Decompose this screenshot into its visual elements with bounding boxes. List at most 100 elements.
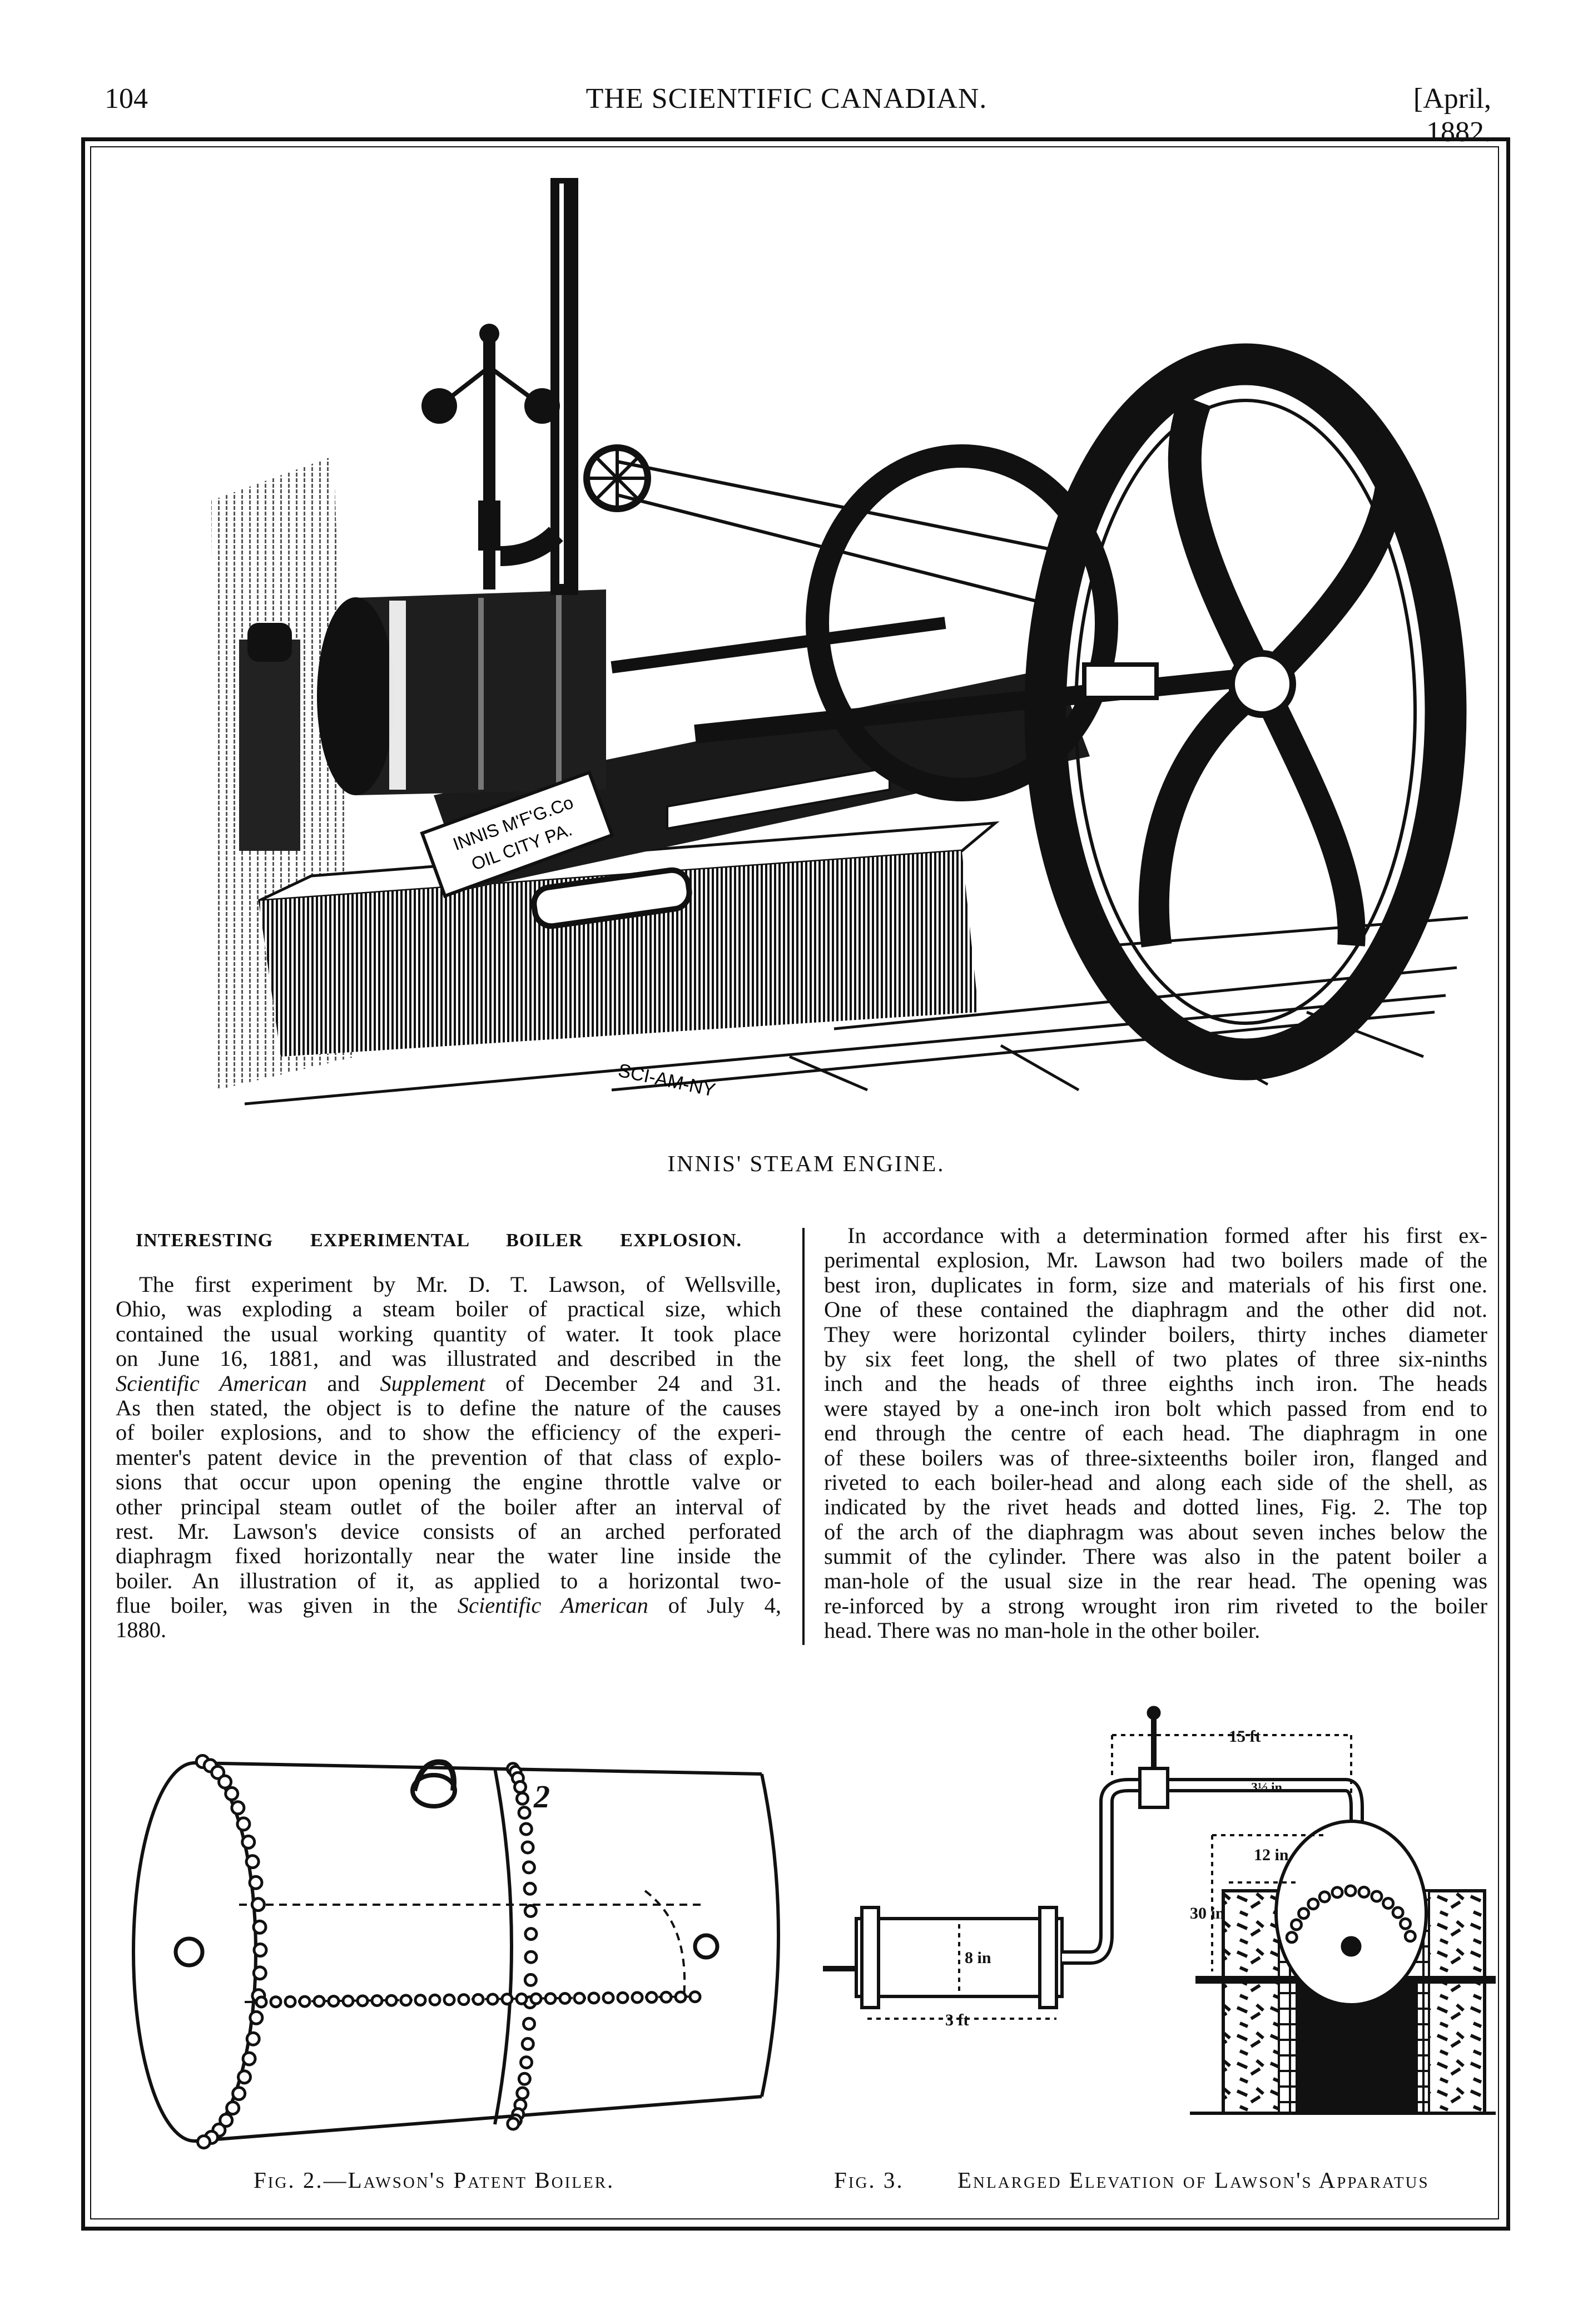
rivet bbox=[517, 2072, 532, 2086]
publication-title: THE SCIENTIFIC CANADIAN. bbox=[585, 83, 988, 115]
text-segment: of December 24 and 31. bbox=[485, 1370, 781, 1396]
page-number: 104 bbox=[105, 83, 148, 115]
engine-caption: INNIS' STEAM ENGINE. bbox=[667, 1151, 945, 1176]
rivet bbox=[506, 2117, 520, 2131]
text-segment: head. There was no man-hole in the other… bbox=[824, 1618, 1261, 1643]
rivet bbox=[1318, 1890, 1331, 1904]
fig3-rivet-arc bbox=[1285, 1884, 1417, 1944]
text-segment: sions that occur upon opening the engine… bbox=[116, 1469, 781, 1495]
text-line: on June 16, 1881, and was illustrated an… bbox=[116, 1346, 781, 1371]
rivet bbox=[1331, 1886, 1344, 1899]
rivet bbox=[523, 1881, 537, 1896]
text-segment: were stayed by a one-inch iron bolt whic… bbox=[824, 1395, 1487, 1421]
text-segment: As then stated, the object is to define … bbox=[116, 1395, 781, 1420]
text-line: of boiler explosions, and to show the ef… bbox=[116, 1420, 781, 1445]
rivet bbox=[587, 1991, 601, 2005]
text-line: by six feet long, the shell of two plate… bbox=[824, 1346, 1487, 1371]
rivet bbox=[515, 1791, 529, 1806]
text-line: of the arch of the diaphragm was about s… bbox=[824, 1519, 1487, 1544]
text-line: indicated by the rivet heads and dotted … bbox=[824, 1495, 1487, 1519]
dim-15ft: 15 ft bbox=[1229, 1727, 1261, 1746]
rivet bbox=[1399, 1917, 1412, 1930]
dim-8in: 8 in bbox=[965, 1949, 991, 1967]
small-cylinder bbox=[855, 1917, 1064, 1998]
fig3-apparatus-drawing: 15 ft 3½ in 12 in 30 in 8 in 3 ft bbox=[823, 1706, 1496, 2115]
text-segment: indicated by the rivet heads and dotted … bbox=[824, 1494, 1487, 1520]
rivet bbox=[245, 2031, 261, 2046]
text-segment: perimental explosion, Mr. Lawson had two… bbox=[824, 1247, 1487, 1273]
rivet bbox=[241, 1834, 256, 1850]
dim-12in: 12 in bbox=[1254, 1846, 1289, 1864]
rivet bbox=[399, 1994, 413, 2007]
text-segment: menter's patent device in the prevention… bbox=[116, 1444, 781, 1470]
text-segment: man-hole of the usual size in the rear h… bbox=[824, 1568, 1487, 1594]
rivet bbox=[513, 1780, 528, 1794]
rivet bbox=[1403, 1930, 1417, 1943]
rivet bbox=[1290, 1918, 1303, 1931]
rivet-rows bbox=[195, 1754, 702, 2150]
rivet bbox=[515, 2086, 530, 2100]
fig2-number-label: 2 bbox=[533, 1778, 550, 1815]
rivet bbox=[224, 1786, 240, 1801]
rivet bbox=[529, 1992, 543, 2005]
rivet bbox=[631, 1991, 644, 2004]
text-segment: In accordance with a determination forme… bbox=[847, 1223, 1487, 1248]
rivet bbox=[457, 1993, 470, 2006]
text-segment: contained the usual working quantity of … bbox=[116, 1321, 781, 1346]
text-line: Ohio, was exploding a steam boiler of pr… bbox=[116, 1297, 781, 1321]
dim-30in: 30 in bbox=[1190, 1904, 1225, 1922]
rivet bbox=[674, 1990, 687, 2004]
text-line: riveted to each boiler-head and along ea… bbox=[824, 1470, 1487, 1495]
crank-roller bbox=[531, 867, 692, 929]
text-segment: on June 16, 1881, and was illustrated an… bbox=[116, 1346, 781, 1371]
rivet bbox=[524, 1927, 538, 1941]
italic-title: Scientific American bbox=[457, 1593, 648, 1618]
text-line: perimental explosion, Mr. Lawson had two… bbox=[824, 1248, 1487, 1272]
text-segment: riveted to each boiler-head and along ea… bbox=[824, 1469, 1487, 1495]
rivet bbox=[248, 1875, 264, 1890]
fig3-caption-title: Enlarged Elevation of Lawson's Apparatus bbox=[957, 2167, 1430, 2193]
text-segment: One of these contained the diaphragm and… bbox=[824, 1297, 1487, 1322]
text-segment: 1880. bbox=[116, 1617, 167, 1643]
handwheel bbox=[583, 444, 651, 512]
rivet bbox=[356, 1994, 369, 2008]
text-segment: diaphragm fixed horizontally near the wa… bbox=[116, 1543, 781, 1569]
text-line: boiler. An illustration of it, as applie… bbox=[116, 1568, 781, 1593]
page-border-outer bbox=[81, 137, 1510, 2231]
text-line: contained the usual working quantity of … bbox=[116, 1321, 781, 1346]
article-heading: INTERESTING EXPERIMENTAL BOILER EXPLOSIO… bbox=[136, 1230, 742, 1251]
chimney-pipe bbox=[550, 178, 578, 595]
engine-base-block bbox=[259, 851, 979, 1057]
rivet bbox=[523, 1904, 538, 1918]
rivet bbox=[616, 1991, 629, 2004]
rivet bbox=[523, 1973, 538, 1987]
text-segment: best iron, duplicates in form, size and … bbox=[824, 1272, 1487, 1297]
text-segment: rest. Mr. Lawson's device consists of an… bbox=[116, 1518, 781, 1544]
rivet bbox=[645, 1991, 658, 2004]
governor bbox=[421, 324, 563, 589]
text-segment: They were horizontal cylinder boilers, t… bbox=[824, 1321, 1487, 1347]
rivet bbox=[341, 1994, 355, 2008]
text-line: The first experiment by Mr. D. T. Lawson… bbox=[116, 1272, 781, 1297]
rivet bbox=[245, 1854, 260, 1870]
fig3-caption-number: Fig. 3. bbox=[834, 2167, 904, 2193]
rivet bbox=[517, 1806, 532, 1820]
article-column-left: The first experiment by Mr. D. T. Lawson… bbox=[116, 1272, 781, 1643]
text-segment: flue boiler, was given in the bbox=[116, 1593, 458, 1618]
text-line: Scientific American and Supplement of De… bbox=[116, 1371, 781, 1396]
rivet bbox=[241, 2051, 257, 2067]
rivet bbox=[1297, 1907, 1311, 1920]
article-column-right: In accordance with a determination forme… bbox=[824, 1223, 1487, 1643]
italic-title: Supplement bbox=[380, 1370, 485, 1396]
text-segment: of these boilers was of three-sixteenths… bbox=[824, 1445, 1487, 1470]
rivet bbox=[312, 1995, 326, 2008]
issue-date: [April, 1882. bbox=[1413, 83, 1491, 148]
rivet bbox=[522, 2016, 537, 2031]
rear-wheel bbox=[806, 444, 1118, 801]
rivet bbox=[236, 1816, 251, 1832]
rivet bbox=[1391, 1906, 1405, 1919]
text-line: diaphragm fixed horizontally near the wa… bbox=[116, 1544, 781, 1568]
rivet bbox=[486, 1993, 499, 2006]
rivet bbox=[370, 1994, 384, 2008]
text-line: In accordance with a determination forme… bbox=[824, 1223, 1487, 1248]
